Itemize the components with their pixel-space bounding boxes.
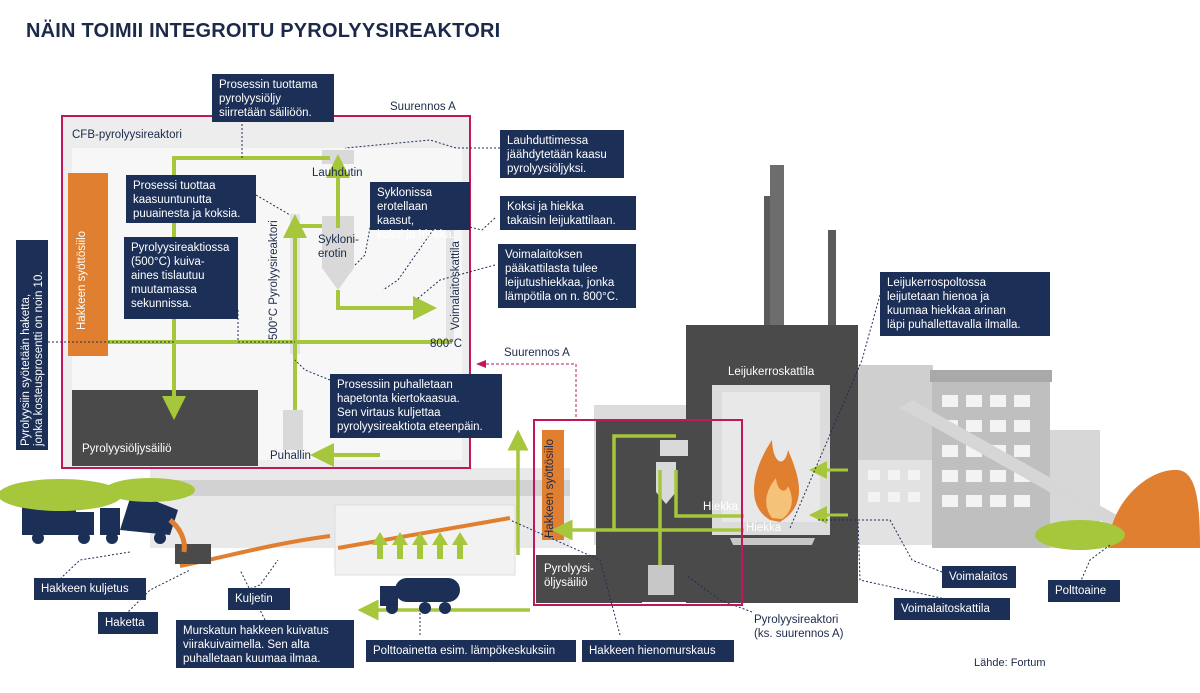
truck-2: [100, 492, 187, 553]
callout-power-plant: Voimalaitos: [942, 566, 1016, 588]
callout-chips: Haketta: [98, 612, 158, 634]
reactor-title-label: CFB-pyrolyysireaktori: [72, 129, 182, 141]
inset-cyclone: [322, 226, 354, 290]
suurennos-a-label: Suurennos A: [504, 347, 570, 359]
callout-moisture-box: [16, 240, 48, 450]
callout-pyrolysis-oil: Prosessin tuottama pyrolyysiöljy siirret…: [212, 74, 334, 122]
callout-conveyor: Kuljetin: [228, 588, 290, 610]
callout-moisture-line-2: jonka kosteusprosentti on noin 10.: [33, 271, 45, 446]
boiler-vertical-label: Voimalaitoskattila: [450, 241, 462, 330]
plant-suurennos-frame: [533, 419, 743, 606]
plant-silo-label: Hakkeen syöttösiilo: [544, 438, 556, 538]
dryer: [334, 504, 516, 576]
plant-feed-silo: [542, 430, 564, 540]
chip-hopper: [175, 544, 211, 564]
inset-name-label: Suurennos A: [390, 101, 456, 113]
tanker-truck: [380, 578, 460, 614]
callout-fluidized-bed: Leijukerrospoltossa leijutetaan hienoa j…: [880, 272, 1050, 336]
plant-oil-tank: [536, 555, 642, 603]
callout-gas-coke: Prosessi tuottaa kaasuuntunutta puuaines…: [126, 175, 256, 223]
fuel-conveyor: [900, 400, 1140, 536]
inset-oil-tank-label: Pyrolyysiöljysäiliö: [82, 443, 172, 455]
callout-coke-sand: Koksi ja hiekka takaisin leijukattilaan.: [500, 196, 636, 230]
callout-dryer: Murskatun hakkeen kuivatus viirakuivaime…: [176, 620, 354, 668]
dryer-hot-air-arrows: [372, 532, 468, 559]
fuel-pile: [1108, 469, 1200, 548]
callout-circulation-gas: Prosessiin puhalletaan hapetonta kiertok…: [330, 374, 502, 438]
inset-silo-label: Hakkeen syöttösiilo: [76, 230, 88, 330]
plant-reactor-label: Pyrolyysireaktori (ks. suurennos A): [754, 614, 844, 640]
fluidized-boiler-label: Leijukerroskattila: [728, 366, 815, 378]
bushes: [0, 478, 1125, 550]
callout-pyrolysis-reaction: Pyrolyysireaktiossa (500°C) kuiva- aines…: [124, 237, 238, 319]
callout-sand-800: Voimalaitoksen pääkattilasta tulee leiju…: [498, 244, 636, 308]
page-title: NÄIN TOIMII INTEGROITU PYROLYYSIREAKTORI: [26, 20, 501, 42]
temperature-800-label: 800°C: [430, 338, 463, 350]
callout-power-boiler: Voimalaitoskattila: [894, 598, 1010, 620]
source-label: Lähde: Fortum: [974, 657, 1046, 669]
cyclone-label: Sykloni- erotin: [318, 234, 359, 260]
blower-label: Puhallin: [270, 450, 311, 462]
condenser-label: Lauhdutin: [312, 167, 363, 179]
callout-fuel: Polttoaine: [1048, 580, 1120, 602]
reactor-vertical-label: 500°C Pyrolyysireaktori: [268, 220, 280, 340]
sand-label-1: Hiekka: [703, 501, 739, 513]
inset-feed-silo: [68, 173, 108, 356]
callout-chip-transport: Hakkeen kuljetus: [34, 578, 146, 600]
callout-cyclone: Syklonissa erotellaan kaasut, koksi ja h…: [370, 182, 470, 241]
callout-moisture-line-1: Pyrolyysiin syötetään haketta,: [20, 293, 32, 446]
suurennos-connector: [486, 363, 577, 420]
plant-oil-tank-label: Pyrolyysi- öljysäiliö: [544, 563, 594, 589]
boiler-air-arrows: [809, 461, 848, 524]
callout-condenser: Lauhduttimessa jäähdytetään kaasu pyroly…: [500, 130, 624, 178]
callout-fuel-heating: Polttoainetta esim. lämpökeskuksiin: [366, 640, 576, 662]
callout-fine-crushing: Hakkeen hienomurskaus: [582, 640, 734, 662]
inset-blower: [283, 410, 303, 450]
sand-label-2: Hiekka: [746, 522, 782, 534]
